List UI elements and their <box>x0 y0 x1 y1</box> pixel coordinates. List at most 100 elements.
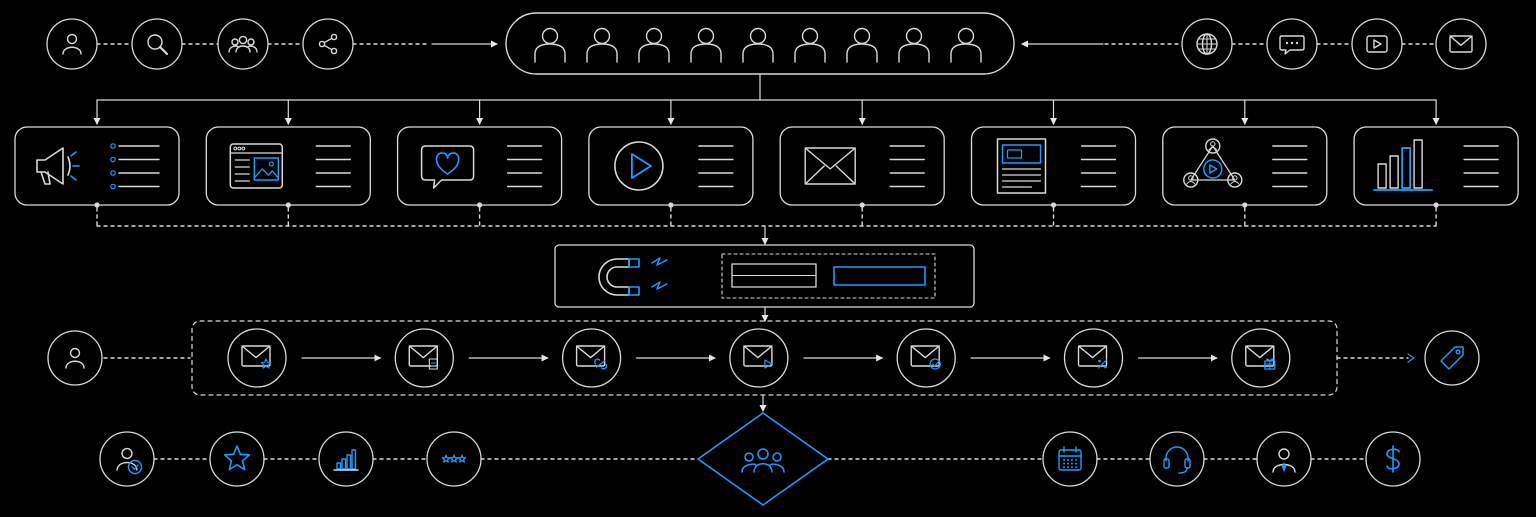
node-ring <box>896 328 956 388</box>
node-ring <box>1042 431 1098 487</box>
card-output-dot <box>285 202 291 208</box>
node-ring <box>1256 431 1312 487</box>
advisor-icon <box>1272 448 1296 473</box>
node-ring <box>394 328 454 388</box>
heart-chat-icon <box>420 145 475 189</box>
card-output-dot <box>1433 202 1439 208</box>
community-diamond-icon <box>741 448 785 473</box>
mail-play-icon <box>743 345 773 369</box>
source-node-left-3 <box>217 18 269 70</box>
lead-magnet-frame <box>554 244 975 308</box>
lead-form <box>721 253 936 299</box>
user-icon <box>65 347 85 369</box>
source-node-right-2 <box>1266 18 1318 70</box>
card-output-dot <box>477 202 483 208</box>
mail-link-icon <box>575 345 608 370</box>
outcome-node-right-3 <box>1256 431 1312 487</box>
audience-person-icon <box>846 27 878 63</box>
badge <box>929 358 941 370</box>
source-node-left-2 <box>131 18 183 70</box>
node-ring <box>1351 18 1403 70</box>
audience-pill-frame <box>505 12 1015 75</box>
badge <box>428 358 438 370</box>
card-frame <box>1162 126 1328 206</box>
node-ring <box>729 328 789 388</box>
mail-document-icon <box>408 345 438 370</box>
user-check-icon <box>116 447 143 475</box>
user-icon <box>62 33 82 55</box>
source-node-right-3 <box>1351 18 1403 70</box>
badge <box>1097 359 1108 369</box>
node-ring <box>318 431 374 487</box>
card-output-dot <box>668 202 674 208</box>
node-ring <box>99 431 155 487</box>
node-ring <box>1424 330 1480 386</box>
channel-card-7 <box>1162 126 1328 208</box>
audience-person-icon <box>742 27 774 63</box>
node-ring <box>217 18 269 70</box>
mail-icon <box>1449 35 1473 53</box>
node-ring <box>131 18 183 70</box>
bar-chart-icon <box>333 449 359 471</box>
outcome-node-right-4 <box>1365 431 1421 487</box>
node-ring <box>1063 328 1124 388</box>
mail-percent-icon <box>1077 345 1108 369</box>
audience-person-icon <box>638 27 670 63</box>
card-text-lines <box>889 145 925 188</box>
outcome-node-left-1 <box>99 431 155 487</box>
audience-person-icon <box>794 27 826 63</box>
chat-bubble-icon <box>1279 35 1305 55</box>
audience-person-icon <box>534 27 566 63</box>
globe-icon <box>1196 33 1218 55</box>
outcome-node-right-2 <box>1149 431 1205 487</box>
node-ring <box>561 328 622 388</box>
web-page-icon <box>229 143 284 189</box>
source-node-left-4 <box>302 18 354 70</box>
magnet-icon <box>598 257 668 296</box>
play-circle-icon <box>614 141 664 191</box>
community-diamond <box>697 412 829 506</box>
node-ring <box>1149 431 1205 487</box>
network-video-icon <box>1183 138 1243 188</box>
form-dashed-frame <box>721 253 936 299</box>
channel-card-4 <box>588 126 754 208</box>
card-text-lines <box>110 143 160 190</box>
sequence-step-4 <box>729 328 789 388</box>
share-icon <box>318 33 338 55</box>
audience-pill <box>505 12 1015 75</box>
node-ring <box>1435 18 1487 70</box>
diamond-frame <box>697 412 829 506</box>
search-icon <box>147 34 169 56</box>
node-ring <box>1266 18 1318 70</box>
bar-chart-icon <box>1373 139 1433 191</box>
channel-card-8 <box>1353 126 1519 208</box>
channel-card-5 <box>779 126 945 208</box>
card-output-dot <box>1242 202 1248 208</box>
card-output-dot <box>94 202 100 208</box>
envelope-icon <box>804 147 856 185</box>
card-frame <box>588 126 754 206</box>
lead-magnet-panel <box>554 244 975 308</box>
sequence-start-node <box>47 330 103 386</box>
outcome-node-left-3 <box>318 431 374 487</box>
source-node-right-4 <box>1435 18 1487 70</box>
audience-person-icon <box>898 27 930 63</box>
card-text-lines <box>698 145 734 188</box>
card-frame <box>970 126 1137 206</box>
star-icon <box>223 445 251 471</box>
headset-icon <box>1163 446 1191 474</box>
mail-gift-icon <box>1245 345 1276 370</box>
channel-card-2 <box>205 126 371 208</box>
tag-icon <box>1440 346 1464 370</box>
card-frame <box>14 126 180 206</box>
audience-person-icon <box>690 27 722 63</box>
sequence-step-5 <box>896 328 956 388</box>
badge <box>594 358 608 370</box>
outcome-node-left-2 <box>209 431 265 487</box>
sequence-step-2 <box>394 328 454 388</box>
group-icon <box>228 35 258 53</box>
rating-stars-icon <box>441 454 467 463</box>
sequence-end-node <box>1424 330 1480 386</box>
calendar-icon <box>1058 446 1082 471</box>
